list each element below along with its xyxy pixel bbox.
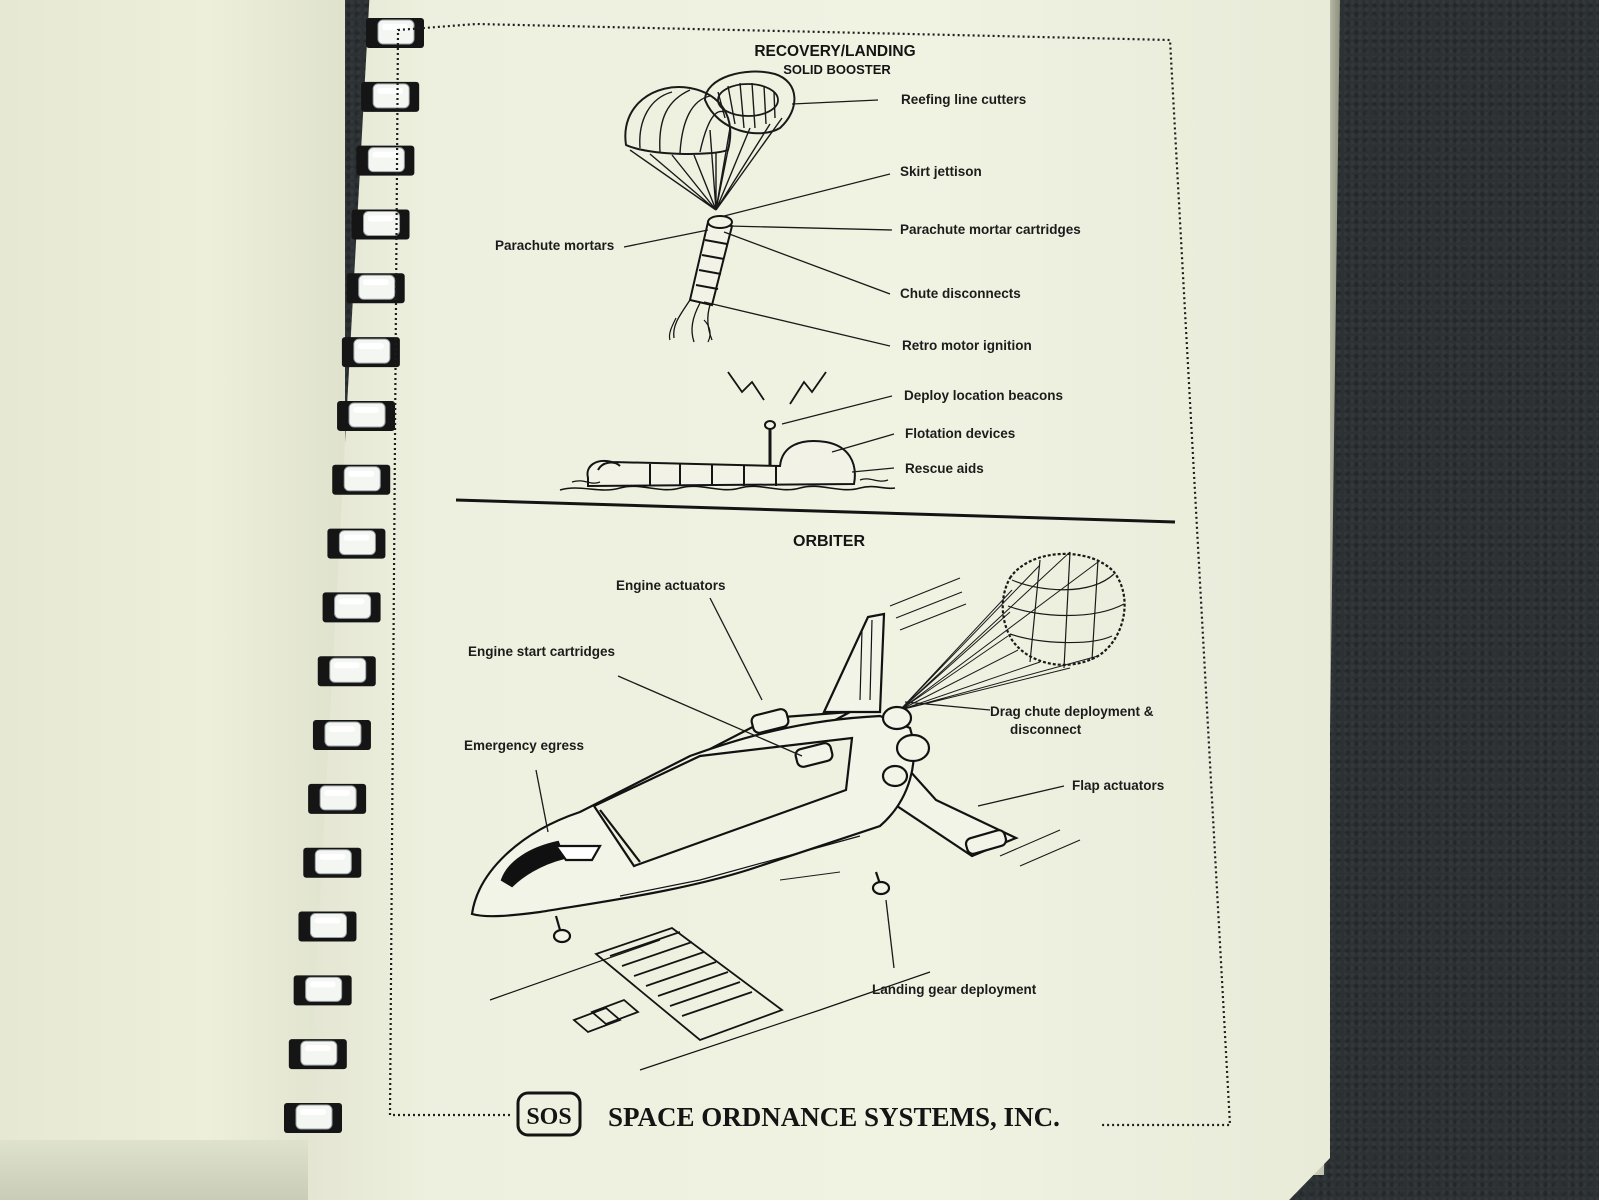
spiral-binding [284, 18, 424, 1133]
solid-booster-body [668, 215, 734, 343]
floating-booster [559, 371, 896, 491]
label-flotation-devices: Flotation devices [905, 426, 1015, 441]
label-rescue-aids: Rescue aids [905, 461, 984, 476]
right-page [308, 0, 1330, 1200]
label-parachute-mortar-cartridges: Parachute mortar cartridges [900, 222, 1081, 237]
label-skirt-jettison: Skirt jettison [900, 164, 982, 179]
section-divider [455, 498, 1176, 524]
binding-ring [366, 18, 424, 48]
binding-ring [317, 656, 376, 687]
sos-logo-text: SOS [526, 1104, 571, 1130]
binding-ring [356, 145, 415, 176]
dotted-border [388, 22, 1232, 1127]
motion-lines [779, 577, 1081, 881]
booster-leader-lines [623, 99, 895, 473]
left-blank-page [0, 0, 345, 1160]
label-drag-chute-line-1: Drag chute deployment & [990, 704, 1154, 719]
booster-parachutes [624, 70, 796, 211]
binding-ring [332, 464, 391, 495]
section-subtitle: SOLID BOOSTER [783, 62, 891, 77]
binding-ring [341, 337, 400, 368]
label-landing-gear-deployment: Landing gear deployment [872, 982, 1037, 997]
binding-ring [293, 975, 352, 1006]
binding-ring [351, 209, 410, 240]
label-parachute-mortars: Parachute mortars [495, 238, 614, 253]
binding-ring [361, 81, 420, 112]
binding-ring [327, 528, 386, 559]
label-emergency-egress: Emergency egress [464, 738, 584, 753]
section-title: RECOVERY/LANDING [754, 43, 915, 60]
binding-ring [337, 400, 396, 431]
label-engine-actuators: Engine actuators [616, 578, 726, 593]
space-shuttle-orbiter [470, 612, 1019, 944]
orbiter-title: ORBITER [793, 533, 865, 550]
drag-chute [899, 551, 1126, 711]
binding-ring [288, 1039, 347, 1070]
left-page-bottom-edge [0, 1140, 320, 1200]
binding-ring [303, 847, 362, 878]
label-reefing-line-cutters: Reefing line cutters [901, 92, 1026, 107]
binding-ring [298, 911, 357, 942]
label-chute-disconnects: Chute disconnects [900, 286, 1021, 301]
label-drag-chute-line-2: disconnect [1010, 722, 1082, 737]
binding-ring [284, 1103, 342, 1133]
label-engine-start-cartridges: Engine start cartridges [468, 644, 615, 659]
runway [489, 926, 931, 1071]
binding-ring [308, 783, 367, 814]
label-retro-motor-ignition: Retro motor ignition [902, 338, 1032, 353]
binding-ring [312, 720, 371, 751]
label-flap-actuators: Flap actuators [1072, 778, 1164, 793]
company-name: SPACE ORDNANCE SYSTEMS, INC. [608, 1102, 1060, 1132]
orbiter-leader-lines [535, 597, 1065, 969]
binding-ring [346, 273, 405, 304]
label-deploy-location-beacons: Deploy location beacons [904, 388, 1063, 403]
sos-logo: SOS [516, 1091, 582, 1137]
binding-ring [322, 592, 381, 623]
